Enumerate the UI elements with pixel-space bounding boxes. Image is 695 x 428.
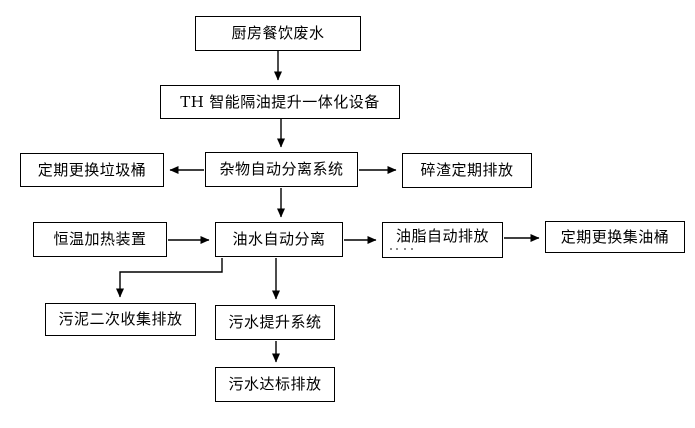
node-label: 污水提升系统 — [228, 313, 322, 331]
node-sewage-standard-discharge[interactable]: 污水达标排放 — [215, 367, 335, 402]
node-sewage-lifting-system[interactable]: 污水提升系统 — [215, 305, 335, 340]
node-grease-auto-discharge[interactable]: 油脂自动排放 — [382, 222, 503, 258]
artifact-speck — [396, 248, 398, 250]
node-oil-water-auto-separation[interactable]: 油水自动分离 — [215, 222, 343, 257]
node-label: 定期更换集油桶 — [560, 227, 670, 246]
node-label: 污水达标排放 — [228, 375, 322, 393]
node-label: 厨房餐饮废水 — [231, 24, 325, 42]
node-label: 恒温加热装置 — [53, 230, 147, 248]
node-label: 杂物自动分离系统 — [219, 160, 344, 178]
node-kitchen-wastewater[interactable]: 厨房餐饮废水 — [195, 16, 361, 51]
node-label: 定期更换垃圾桶 — [37, 160, 147, 179]
node-label: 污泥二次收集排放 — [58, 310, 183, 328]
node-label: 碎渣定期排放 — [420, 161, 514, 179]
artifact-speck — [411, 248, 413, 250]
artifact-speck — [404, 248, 406, 250]
node-th-integrated-equipment[interactable]: TH 智能隔油提升一体化设备 — [160, 85, 400, 119]
connector-oilwater-to-sludge — [116, 258, 223, 298]
node-replace-oil-drum[interactable]: 定期更换集油桶 — [545, 221, 685, 253]
node-debris-auto-separation[interactable]: 杂物自动分离系统 — [205, 152, 358, 187]
artifact-speck — [390, 248, 392, 250]
node-replace-trash-bin[interactable]: 定期更换垃圾桶 — [20, 153, 164, 187]
node-label: 油脂自动排放 — [395, 227, 489, 245]
node-label-prefix: TH — [180, 92, 205, 111]
node-label: 油水自动分离 — [232, 230, 326, 248]
node-sludge-secondary-collection[interactable]: 污泥二次收集排放 — [45, 303, 196, 336]
node-slag-periodic-discharge[interactable]: 碎渣定期排放 — [402, 153, 532, 188]
node-label: 智能隔油提升一体化设备 — [209, 92, 380, 111]
node-constant-temp-heater[interactable]: 恒温加热装置 — [33, 222, 167, 257]
